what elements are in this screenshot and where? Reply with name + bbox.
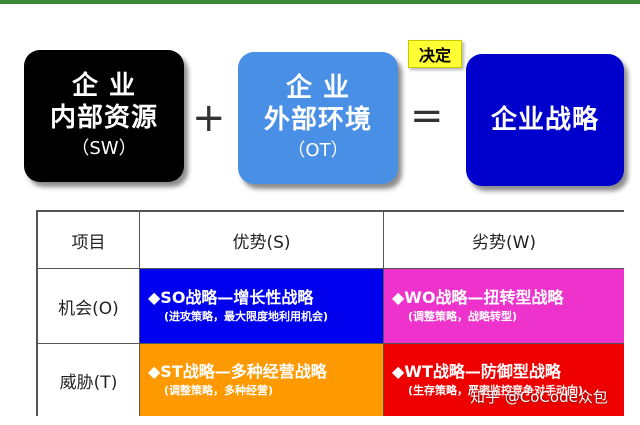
header-strengths: 优势(S): [140, 212, 383, 268]
strategy-box-label: 企业战略: [490, 105, 599, 135]
internal-box-line1: 企 业: [71, 71, 137, 101]
wt-strategy-title: ◆WT战略—防御型战略: [392, 362, 561, 381]
so-strategy-note: (进攻策略，最大限度地利用机会): [164, 310, 329, 323]
external-environment-box: 企 业 外部环境 （OT）: [238, 52, 398, 184]
decide-tag: 决定: [408, 40, 462, 68]
wo-strategy-note: (调整策略，战略转型): [408, 310, 518, 323]
wo-strategy-title: ◆WO战略—扭转型战略: [392, 288, 564, 307]
enterprise-strategy-box: 企业战略: [466, 54, 624, 186]
internal-resources-box: 企 业 内部资源 （SW）: [24, 50, 184, 182]
internal-box-line3: （SW）: [71, 138, 137, 159]
plus-operator: +: [192, 95, 226, 141]
watermark: 知乎 @CoCode众包: [470, 388, 608, 406]
header-weaknesses: 劣势(W): [384, 212, 624, 268]
internal-box-line2: 内部资源: [49, 103, 158, 133]
external-box-line2: 外部环境: [263, 105, 372, 135]
external-box-line1: 企 业: [285, 73, 351, 103]
so-strategy-title: ◆SO战略—增长性战略: [148, 288, 314, 307]
wt-strategy-cell: ◆WT战略—防御型战略 (生存策略，严密监控竞争对手动向): [384, 344, 624, 416]
external-box-line3: （OT）: [287, 140, 349, 161]
equals-operator: =: [410, 93, 444, 139]
wt-strategy-note: (生存策略，严密监控竞争对手动向): [408, 384, 584, 397]
st-strategy-title: ◆ST战略—多种经营战略: [148, 362, 327, 381]
swot-table: 项目 优势(S) 劣势(W) 机会(O) ◆SO战略—增长性战略 (进攻策略，最…: [36, 210, 624, 416]
row-label-opportunities: 机会(O): [38, 269, 139, 343]
header-item: 项目: [38, 212, 139, 268]
so-strategy-cell: ◆SO战略—增长性战略 (进攻策略，最大限度地利用机会): [140, 269, 383, 343]
row-label-threats: 威胁(T): [38, 344, 139, 416]
st-strategy-note: (调整策略，多种经营): [164, 384, 274, 397]
st-strategy-cell: ◆ST战略—多种经营战略 (调整策略，多种经营): [140, 344, 383, 416]
wo-strategy-cell: ◆WO战略—扭转型战略 (调整策略，战略转型): [384, 269, 624, 343]
top-border-line: [0, 0, 640, 4]
